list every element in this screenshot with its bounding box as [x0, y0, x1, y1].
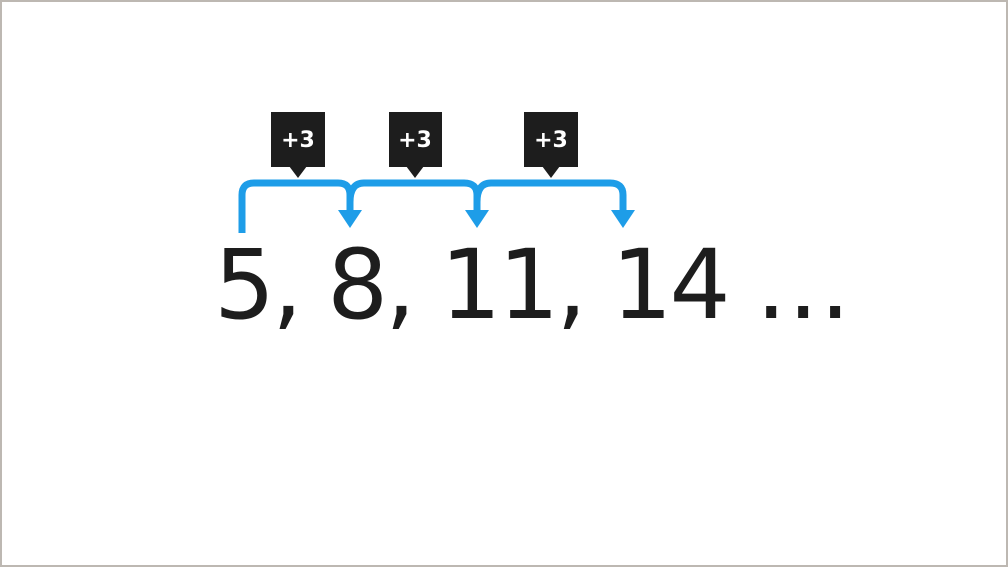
step-label-3: +3 [524, 112, 578, 178]
step-label-2-text: +3 [398, 128, 432, 153]
jump-arrow-3 [473, 179, 635, 228]
step-label-3-text: +3 [534, 128, 568, 153]
term-2: 8 [327, 229, 388, 341]
separator-2: , [385, 229, 441, 341]
ellipsis: … [727, 229, 851, 341]
term-4: 14 [611, 229, 730, 341]
term-3: 11 [440, 229, 559, 341]
separator-3: , [556, 229, 612, 341]
separator-1: , [272, 229, 328, 341]
jump-arrow-1 [238, 179, 362, 233]
step-label-2: +3 [389, 112, 442, 178]
number-sequence: 5, 8, 11, 14 … [214, 235, 851, 335]
step-label-1-text: +3 [281, 128, 315, 153]
step-label-1: +3 [271, 112, 325, 178]
term-1: 5 [214, 229, 275, 341]
jump-arrow-2 [346, 179, 489, 228]
